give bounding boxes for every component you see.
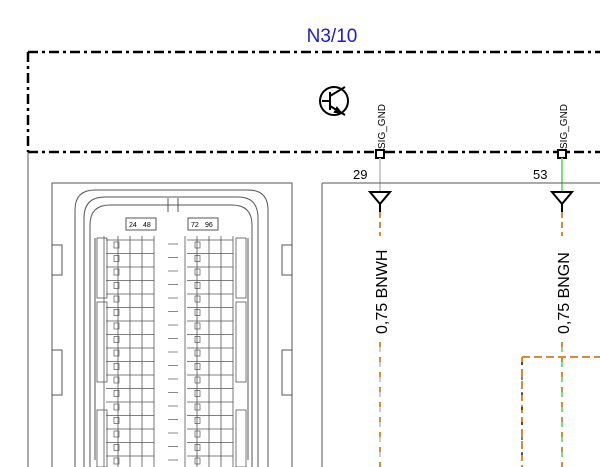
cavity-label: 96 [205,222,213,229]
pin-cavity [194,282,201,289]
pin-cavity [113,295,120,303]
cavity-label: 48 [143,222,151,229]
harness-box [321,182,600,467]
pin-cavity [194,241,201,249]
pin-cavity [194,444,201,451]
signal-label: SIG_GND [377,104,388,149]
component-title: N3/10 [307,26,358,47]
pin-cavity [235,301,247,383]
pin-terminal [557,149,567,159]
pin-number: 53 [533,167,547,182]
pin-cavity [194,322,201,330]
pin-cavity [194,430,201,438]
pin-cavity [113,241,120,249]
pin-cavity [113,363,120,370]
pin-cavity [113,282,120,289]
pin-cavity [194,403,201,411]
pin-cavity [113,376,120,384]
pin-cavity [113,417,120,424]
pin-cavity [194,390,201,397]
connection-pin-53: SIG_GND 53 0,75 BNGN [533,104,575,467]
transistor-icon [319,86,349,116]
signal-label: SIG_GND [559,104,570,149]
pin-cavity [113,349,120,357]
next-component-box [521,356,600,467]
pin-cavity [113,255,120,262]
connector-arrow-icon [367,191,393,212]
pin-cavity [194,457,201,465]
connector-arrow-icon [549,191,575,212]
pin-cavity [113,309,120,316]
connector-outline [27,152,293,467]
wire-label: 0,75 BNWH [374,250,391,334]
wire-label: 0,75 BNGN [556,252,573,334]
pin-number: 29 [353,167,367,182]
pin-cavity [194,336,201,343]
pin-cavity [235,237,247,299]
connection-pin-29: SIG_GND 29 0,75 BNWH [353,104,393,467]
pin-cavity [194,376,201,384]
connector-labels: 24 48 72 96 [125,217,219,231]
pin-terminal [375,149,385,159]
pin-cavity [194,295,201,303]
pin-cavity [113,457,120,465]
pin-cavity [194,255,201,262]
pin-cavity [194,417,201,424]
pin-cavity [113,336,120,343]
pin-cavity [235,409,247,467]
pin-cavity [113,403,120,411]
component-boundary [26,50,600,154]
pin-cavity [96,409,108,467]
pin-cavity [113,430,120,438]
pin-cavity [113,322,120,330]
pin-cavity [194,309,201,316]
pin-cavity [113,268,120,276]
pin-cavity [194,349,201,357]
connector-pin-grid [96,236,247,467]
pin-cavity [194,363,201,370]
cavity-label: 72 [191,222,199,229]
pin-cavity [96,237,108,299]
pin-cavity [194,268,201,276]
cavity-label: 24 [129,222,137,229]
pin-cavity [96,301,108,383]
pin-cavity [113,444,120,451]
pin-cavity [113,390,120,397]
